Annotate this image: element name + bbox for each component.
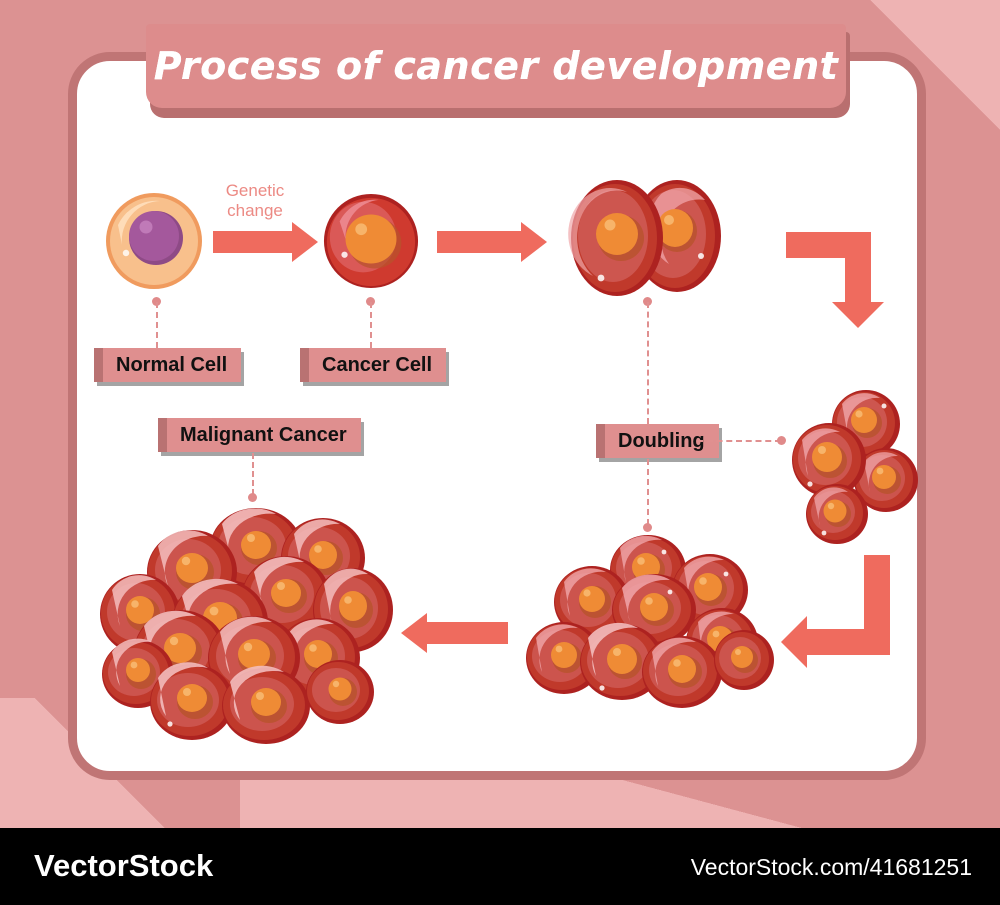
label-malignant-cancer-text: Malignant Cancer [180,423,347,446]
nine-cell-cluster-graphic [526,530,774,715]
four-cell-cluster-graphic [788,388,918,544]
arrow-to-malignant [401,613,511,653]
arrow-elbow-down-left [781,555,900,668]
connector-dot-two-cells [643,297,652,306]
connector-dot-eight-cells [643,523,652,532]
connector-line-malignant [252,453,254,495]
normal-cell-graphic [104,191,204,291]
vectorstock-brand: VectorStock [34,848,214,883]
genetic-change-line-2: change [227,201,283,220]
connector-line-two-cells [647,302,649,424]
connector-dot-malignant [248,493,257,502]
page-title: Process of cancer development [153,44,839,88]
title-banner: Process of cancer development [146,24,846,108]
label-doubling-text: Doubling [618,429,705,452]
two-cell-cluster-graphic [565,176,725,301]
watermark-footer: VectorStock VectorStock.com/41681251 [0,828,1000,905]
genetic-change-line-1: Genetic [225,181,285,200]
vectorstock-url: VectorStock.com/41681251 [690,854,972,880]
genetic-change-annotation: Genetic change [200,181,310,221]
connector-line-normal-cell [156,302,158,348]
tumor-mass-graphic [100,506,398,744]
cancer-cell-graphic [322,192,420,290]
label-doubling: Doubling [596,424,719,458]
label-normal-cell-text: Normal Cell [116,353,228,376]
connector-dot-normal-cell [152,297,161,306]
label-cancer-cell: Cancer Cell [300,348,447,382]
connector-line-cancer-cell [370,302,372,348]
connector-line-doubling-right [697,440,781,442]
label-cancer-cell-text: Cancer Cell [322,353,433,376]
arrow-elbow-right-down [786,232,896,337]
label-malignant-cancer: Malignant Cancer [158,418,361,452]
connector-line-doubling-down [647,459,649,525]
connector-dot-cancer-cell [366,297,375,306]
arrow-normal-to-cancer [213,222,318,262]
label-normal-cell: Normal Cell [94,348,242,382]
arrow-cancer-to-doubling [437,222,547,262]
connector-dot-four-cells [777,436,786,445]
